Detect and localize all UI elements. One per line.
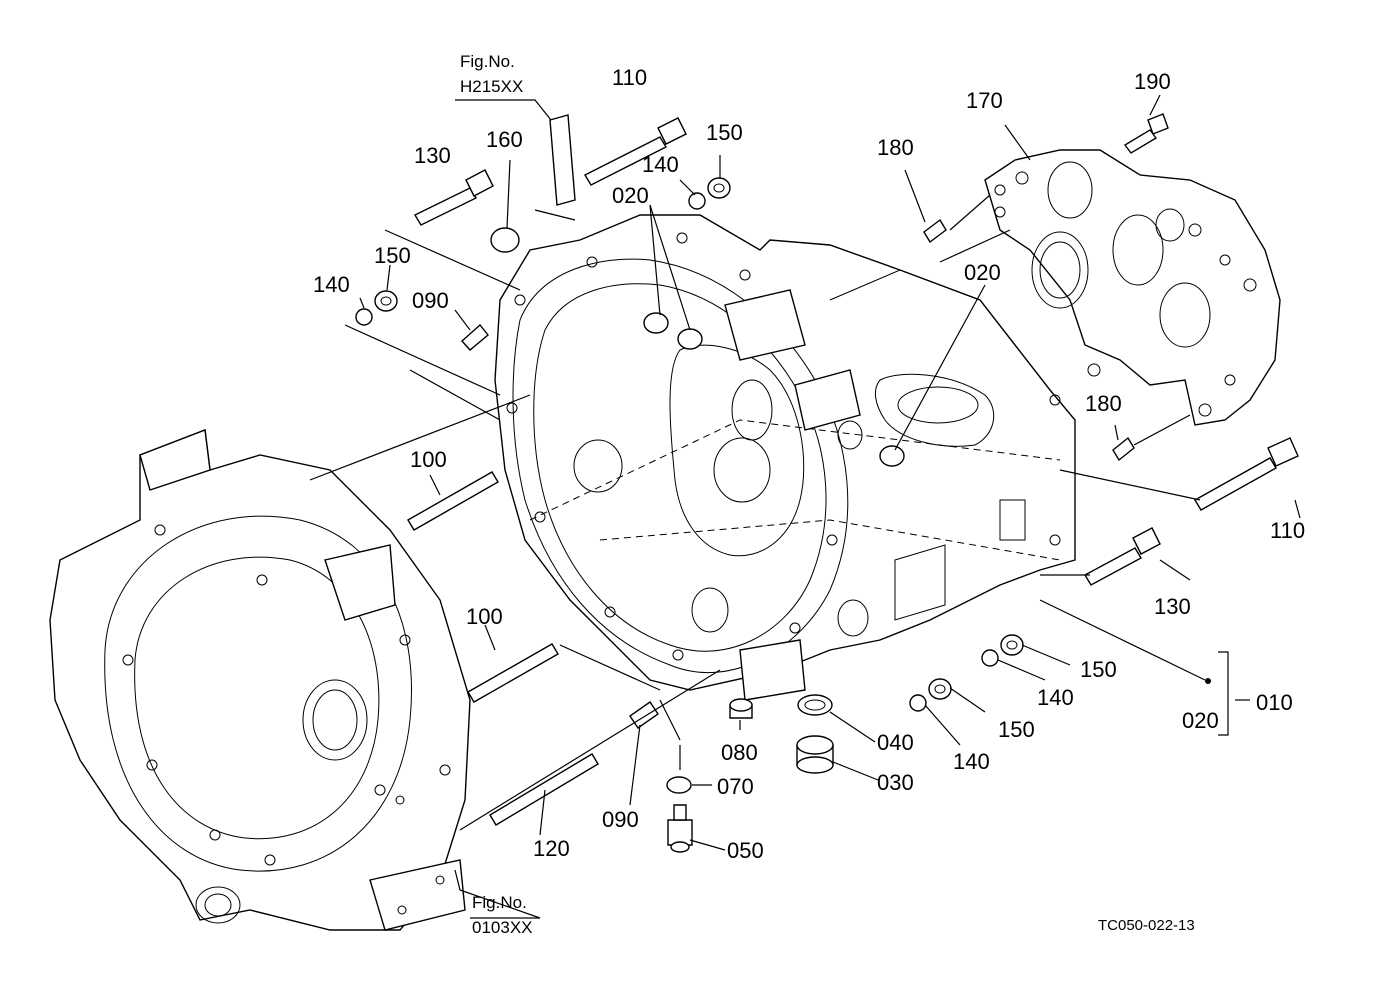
callout-020-assembly: 020 [1182,708,1219,733]
callout-160: 160 [486,127,523,152]
callout-040: 040 [877,730,914,755]
callout-130-right: 130 [1154,594,1191,619]
callout-110-top: 110 [612,65,647,90]
callout-190: 190 [1134,69,1171,94]
fig-ref-top-line1: Fig.No. [460,52,515,71]
fastener-parts [355,113,1299,853]
callout-050: 050 [727,838,764,863]
callout-140-left: 140 [313,272,350,297]
callout-180-mid: 180 [1085,391,1122,416]
callout-130-top: 130 [414,143,451,168]
drawing-code: TC050-022-13 [1098,917,1195,934]
fig-ref-bottom-line1: Fig.No. [472,893,527,912]
callout-140-r2: 140 [953,749,990,774]
flywheel-housing [49,429,471,931]
callout-150-top: 150 [706,120,743,145]
callout-180-top: 180 [877,135,914,160]
callout-140-top: 140 [642,152,679,177]
callout-090-low: 090 [602,807,639,832]
callout-010-assembly: 010 [1256,690,1293,715]
callout-030: 030 [877,770,914,795]
leader-lines [309,94,1301,919]
callout-110-right: 110 [1270,518,1305,543]
callout-140-r1: 140 [1037,685,1074,710]
callout-120: 120 [533,836,570,861]
rear-plate [984,149,1281,426]
assembly-marker-dot [1205,678,1211,684]
callout-080: 080 [721,740,758,765]
fig-ref-bottom-line2: 0103XX [472,918,533,937]
callout-150-r1: 150 [1080,657,1117,682]
callout-150-r2: 150 [998,717,1035,742]
fig-ref-top-line2: H215XX [460,77,523,96]
callout-170: 170 [966,88,1003,113]
callout-150-left: 150 [374,243,411,268]
callout-100-top: 100 [410,447,447,472]
callout-070: 070 [717,774,754,799]
callout-020-top: 020 [612,183,649,208]
callout-100-mid: 100 [466,604,503,629]
callout-020-right: 020 [964,260,1001,285]
clutch-housing [494,214,1076,701]
callout-090-top: 090 [412,288,449,313]
